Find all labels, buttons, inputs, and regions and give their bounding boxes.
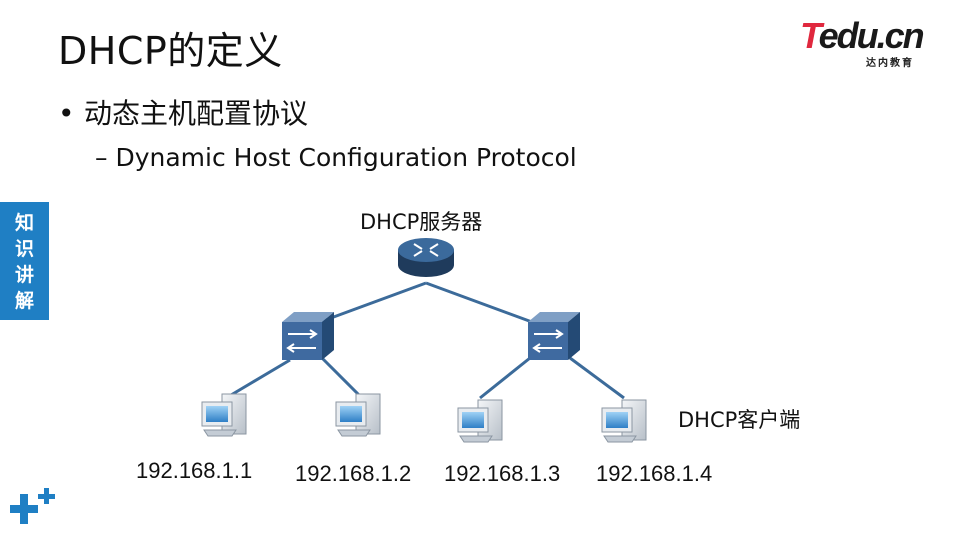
pc-icon [601,399,647,443]
router-icon [398,238,454,277]
server-label: DHCP服务器 [360,210,483,234]
side-tab-char: 识 [14,238,34,260]
link-router-switch-left [319,281,427,324]
slide-title: DHCP的定义 [58,29,283,73]
side-tab-char: 知 [14,212,34,234]
pc-icon [335,393,381,437]
logo-rest: edu.cn [818,15,925,56]
link-router-switch-right [425,281,533,324]
client-ip-label: 192.168.1.1 [136,458,253,483]
link-switch-pc4 [569,356,625,400]
side-tab-char: 讲 [14,264,34,286]
tedu-logo: Tedu.cn 达内教育 [800,14,940,70]
client-label: DHCP客户端 [678,408,801,432]
client-ip-label: 192.168.1.2 [295,461,412,486]
bullet-text: 动态主机配置协议 [84,97,309,130]
logo-t-letter: T [800,15,821,56]
pc-icon [201,393,247,437]
bullet-item: • 动态主机配置协议 [58,92,308,132]
logo-subtitle: 达内教育 [866,58,914,69]
side-tab: 知 识 讲 解 [0,202,49,320]
network-links [225,281,625,400]
switch-icon [282,312,334,360]
link-switch-pc2 [320,356,364,400]
logo-wordmark: Tedu.cn [800,14,925,58]
bullet-dot-icon: • [58,97,75,130]
client-ip-label: 192.168.1.3 [444,461,561,486]
link-switch-pc1 [225,358,291,400]
sub-bullet-item: – Dynamic Host Configuration Protocol [95,143,577,172]
sub-bullet-text: Dynamic Host Configuration Protocol [115,143,577,172]
side-tab-char: 解 [14,290,34,312]
plus-icon [10,488,55,524]
client-ip-label: 192.168.1.4 [596,461,713,486]
switch-icon [528,312,580,360]
link-switch-pc3 [479,356,531,400]
sub-bullet-dash-icon: – [95,143,116,172]
pc-icon [457,399,503,443]
